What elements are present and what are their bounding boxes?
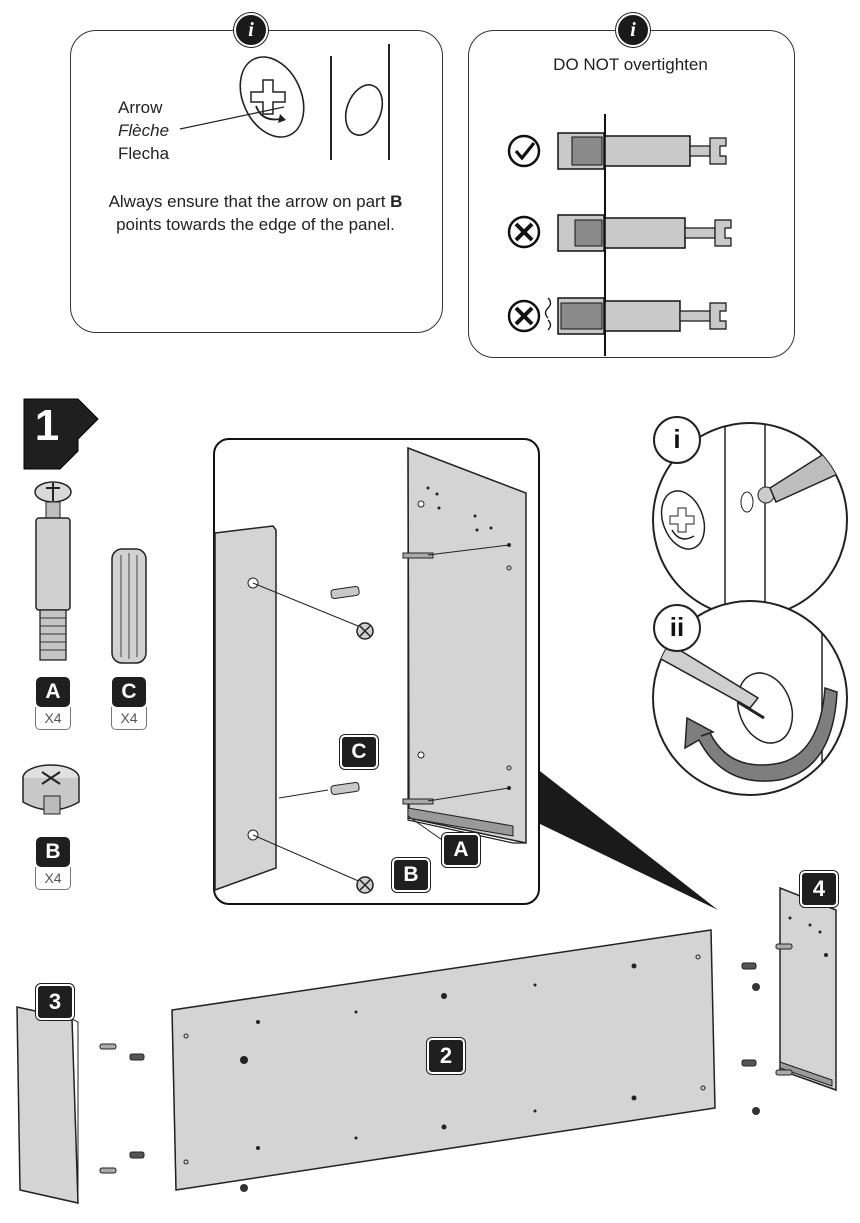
detail-label-a: A xyxy=(442,833,480,867)
sub-step-ii-illustration xyxy=(652,600,848,796)
arrow-label-en: Arrow xyxy=(118,98,163,117)
info-badge-arrow: i xyxy=(234,13,268,47)
part-tag-c: C xyxy=(112,677,146,707)
panel-number-3: 3 xyxy=(36,984,74,1020)
check-icon xyxy=(514,142,536,161)
part-qty-c: X4 xyxy=(111,707,147,730)
overtighten-title: DO NOT overtighten xyxy=(553,55,708,74)
step-number-badge xyxy=(23,398,99,470)
panel-number-4: 4 xyxy=(800,871,838,907)
row-incorrect-1 xyxy=(507,214,732,252)
part-qty-b: X4 xyxy=(35,867,71,890)
part-tag-b: B xyxy=(36,837,70,867)
detail-label-b: B xyxy=(392,858,430,892)
sub-step-ii-badge: ii xyxy=(653,604,701,652)
row-correct xyxy=(507,132,727,170)
arrow-label-es: Flecha xyxy=(118,144,170,163)
sub-step-i-illustration xyxy=(652,422,848,618)
step-number: 1 xyxy=(34,401,60,450)
sub-step-i-badge: i xyxy=(653,416,701,464)
tightening-illustration xyxy=(507,114,732,356)
part-tag-a: A xyxy=(36,677,70,707)
row-incorrect-2 xyxy=(507,297,727,335)
arrow-label-fr: Flèche xyxy=(118,121,170,140)
arrow-instruction-part: B xyxy=(390,192,403,211)
wooden-dowel-icon xyxy=(111,548,147,664)
cross-icon xyxy=(514,222,534,242)
cam-lock-arrow-illustration xyxy=(179,44,390,160)
part-qty-a: X4 xyxy=(35,707,71,730)
arrow-instruction-pre: Always ensure that the arrow on part xyxy=(108,192,391,211)
info-badge-overtighten: i xyxy=(616,13,650,47)
detail-label-c: C xyxy=(340,735,378,769)
cam-lock-icon xyxy=(22,764,80,815)
panel-number-2: 2 xyxy=(427,1038,465,1074)
cross-icon xyxy=(514,306,534,326)
arrow-instruction-post: points towards the edge of the panel. xyxy=(116,215,395,234)
arrow-instruction: Always ensure that the arrow on part B p… xyxy=(85,190,426,236)
detail-illustration xyxy=(214,446,527,894)
cam-bolt-icon xyxy=(34,481,72,661)
